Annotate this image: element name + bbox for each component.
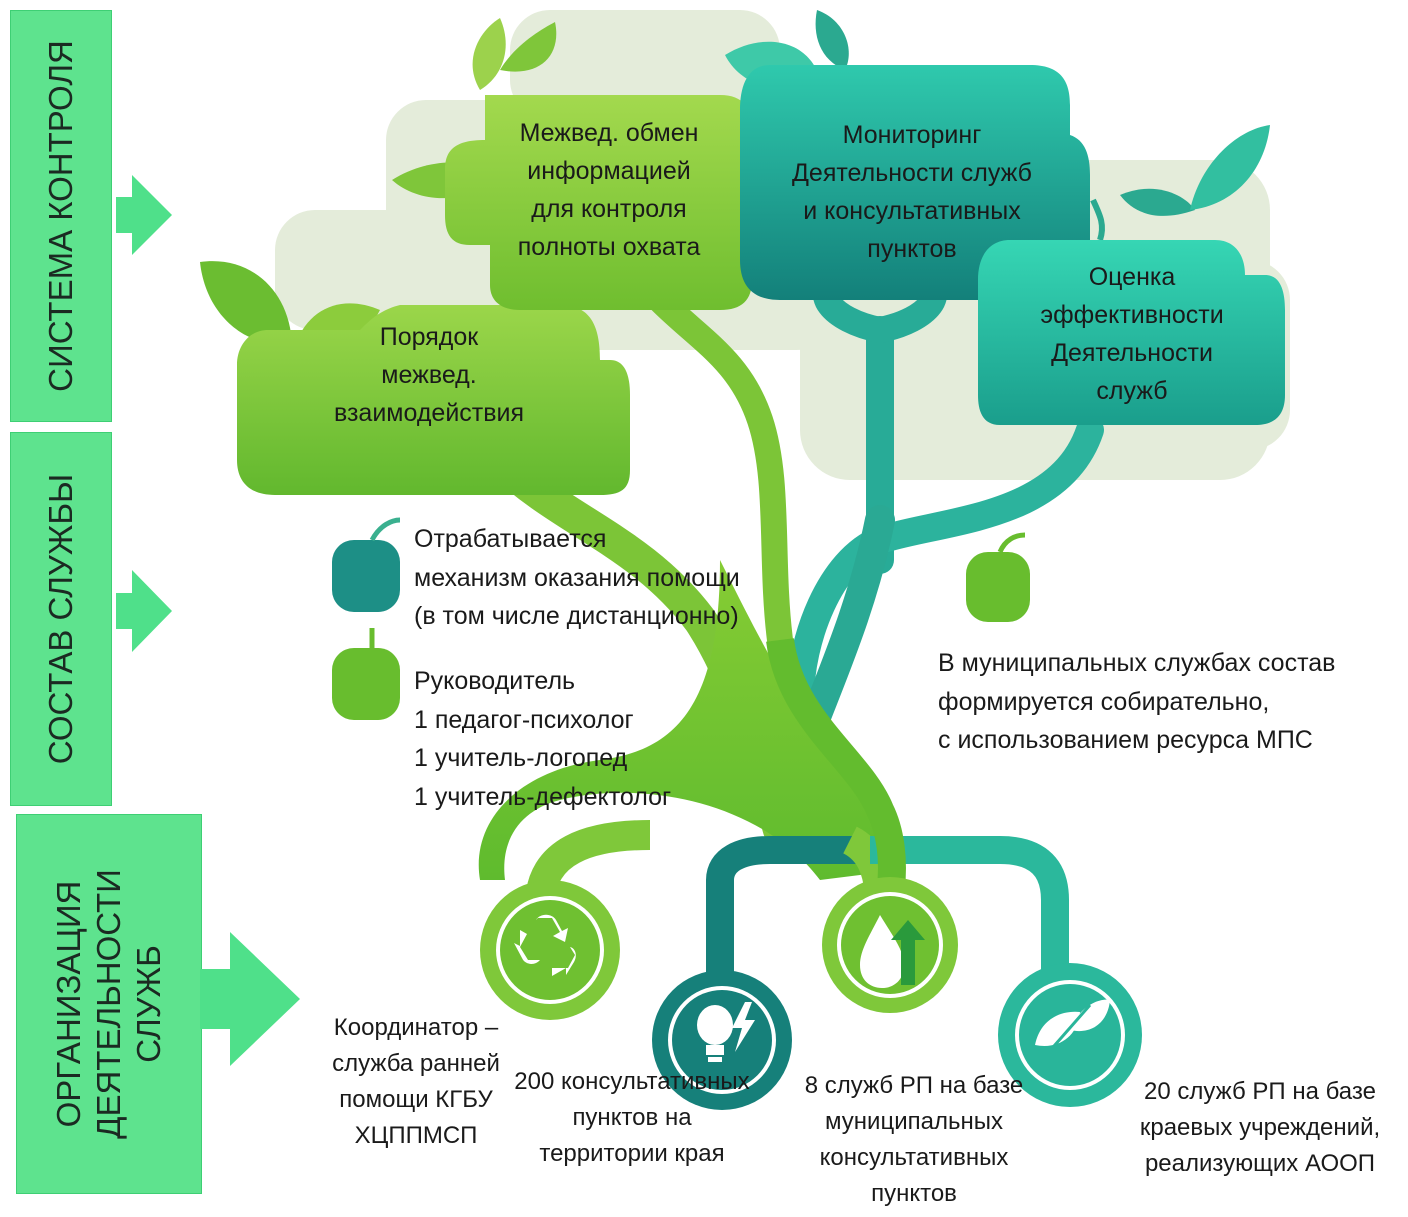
item-consult-points-text: 200 консультативных пунктов на территори… [500,1064,764,1172]
arrow-right-icon [116,570,172,652]
note-composition-line: 1 учитель-дефектолог [414,782,672,811]
arrow-right-icon [200,932,300,1066]
box-order-line: Порядок [379,323,479,351]
item-coordinator-line: Координатор – [333,1014,499,1041]
box-order-text: Порядок межвед. взаимодействия [318,318,540,432]
fruit-icons [332,517,1030,720]
item-consult-points-line: территории края [539,1140,725,1167]
panel-staff-composition: СОСТАВ СЛУЖБЫ [10,432,112,806]
control-boxes [237,65,1285,495]
box-exchange-line: полноты охвата [517,233,701,261]
note-municipal-line: с использованием ресурса МПС [938,726,1313,754]
item-coordinator-line: служба ранней [332,1050,500,1077]
item-municipal-services-line: муниципальных [825,1108,1003,1135]
box-evaluation-line: Деятельности [1051,339,1213,367]
box-evaluation-text: Оценка эффективности Деятельности служб [1020,258,1244,410]
item-coordinator-text: Координатор – служба ранней помощи КГБУ … [318,1010,514,1154]
note-composition-line: Руководитель [414,667,576,695]
note-mechanism: Отрабатывается механизм оказания помощи … [414,520,740,636]
arrow-right-icon [116,175,172,255]
note-mechanism-line: Отрабатывается [414,525,607,553]
box-order-line: взаимодействия [333,399,525,427]
leaves-icon [1035,999,1110,1063]
box-monitoring-line: Мониторинг [842,121,982,149]
box-monitoring-line: и консультативных [803,197,1021,225]
item-municipal-services-line: 8 служб РП на базе [804,1072,1024,1099]
box-monitoring-line: пунктов [867,235,957,263]
box-monitoring-text: Мониторинг Деятельности служб и консульт… [770,116,1054,268]
recycle-icon [514,914,576,976]
item-regional-services-line: краевых учреждений, [1139,1114,1381,1141]
note-composition-line: 1 учитель-логопед [414,744,628,772]
item-consult-points-line: 200 консультативных [514,1068,750,1095]
box-exchange-line: информацией [527,157,691,185]
note-municipal-line: формируется собирательно, [938,687,1270,716]
item-regional-services-line: 20 служб РП на базе [1144,1078,1376,1105]
note-composition-line: 1 педагог-психолог [414,705,634,734]
box-monitoring-line: Деятельности служб [792,159,1032,187]
water-drop-arrow-icon [860,915,925,988]
item-municipal-services-line: консультативных [819,1144,1009,1171]
box-evaluation-line: служб [1096,377,1168,405]
item-regional-services-text: 20 служб РП на базе краевых учреждений, … [1128,1074,1392,1182]
item-coordinator-line: помощи КГБУ [339,1086,493,1113]
note-mechanism-line: (в том числе дистанционно) [414,602,739,630]
box-order-line: межвед. [381,361,477,389]
tree-trunk [478,560,900,880]
note-municipal: В муниципальных службах состав формирует… [938,644,1335,760]
note-mechanism-line: механизм оказания помощи [414,563,740,592]
note-municipal-line: В муниципальных службах состав [938,649,1336,677]
box-exchange-text: Межвед. обмен информацией для контроля п… [498,114,720,266]
item-municipal-services-line: пунктов [871,1180,957,1207]
box-exchange-line: для контроля [531,195,687,223]
item-coordinator-line: ХЦППМСП [354,1122,478,1149]
item-municipal-services-text: 8 служб РП на базе муниципальных консуль… [786,1068,1042,1212]
box-evaluation-line: эффективности [1040,301,1224,329]
lightbulb-icon [697,1002,755,1062]
panel-organization: ОРГАНИЗАЦИЯ ДЕЯТЕЛЬНОСТИ СЛУЖБ [16,814,202,1194]
item-regional-services-line: реализующих АООП [1144,1150,1376,1177]
box-evaluation-line: Оценка [1088,263,1176,291]
item-consult-points-line: пунктов на [572,1104,692,1131]
note-composition: Руководитель 1 педагог-психолог 1 учител… [414,662,671,816]
box-exchange-line: Межвед. обмен [519,119,699,147]
panel-control-system: СИСТЕМА КОНТРОЛЯ [10,10,112,422]
